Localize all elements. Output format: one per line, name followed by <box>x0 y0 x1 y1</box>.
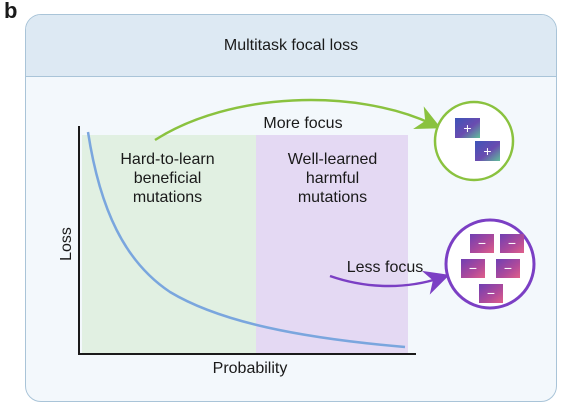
plus-mutation-tile: + <box>455 118 480 138</box>
minus-mutation-tile: − <box>479 284 503 303</box>
region-label-well-learned: Well-learned harmful mutations <box>265 150 400 207</box>
region-well-learned <box>256 135 408 353</box>
svg-text:−: − <box>487 285 495 301</box>
svg-text:−: − <box>504 260 512 276</box>
region-label-line: mutations <box>132 189 203 206</box>
region-label-line: harmful <box>305 170 360 187</box>
svg-text:−: − <box>469 260 477 276</box>
region-label-line: Well-learned <box>287 151 378 168</box>
region-label-line: mutations <box>297 189 368 206</box>
y-axis-label: Loss <box>58 227 75 261</box>
region-label-line: Hard-to-learn <box>120 151 215 168</box>
minus-mutation-tile: − <box>461 259 485 278</box>
loss-curve <box>86 131 406 349</box>
more-focus-label: More focus <box>263 115 343 132</box>
region-label-line: beneficial <box>133 170 202 187</box>
svg-text:+: + <box>463 120 471 136</box>
x-axis-label: Probability <box>212 360 288 377</box>
svg-text:−: − <box>508 235 516 251</box>
region-label-hard-to-learn: Hard-to-learn beneficial mutations <box>100 150 235 207</box>
minus-mutation-tile: − <box>470 234 494 253</box>
more-focus-group-ring <box>433 100 515 182</box>
panel-label: b <box>4 0 18 23</box>
less-focus-arrow <box>329 270 450 295</box>
svg-text:−: − <box>478 235 486 251</box>
diagram-title: Multitask focal loss <box>26 15 556 77</box>
more-focus-arrow <box>154 98 442 142</box>
minus-mutation-tile: − <box>500 234 524 253</box>
plus-mutation-tile: + <box>475 141 500 161</box>
minus-mutation-tile: − <box>496 259 520 278</box>
svg-text:+: + <box>483 143 491 159</box>
less-focus-label: Less focus <box>346 259 424 276</box>
